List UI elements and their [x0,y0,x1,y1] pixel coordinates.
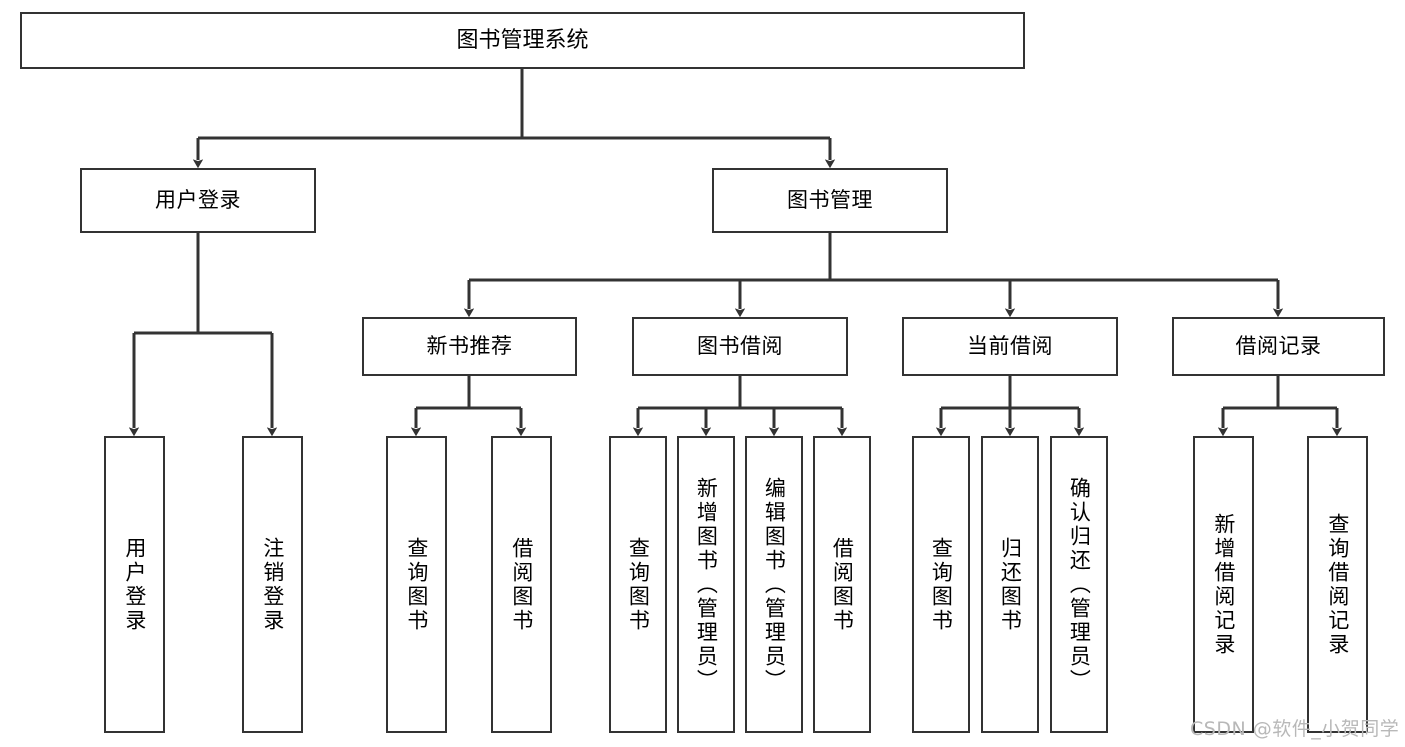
node-leaf-borrow-book-2-label: 借阅图书 [830,536,855,633]
node-leaf-borrow-book-1-label: 借阅图书 [509,536,534,633]
node-leaf-add-book[interactable]: 新增图书（管理员） [677,436,735,733]
node-leaf-query-book-2-label: 查询图书 [626,536,651,633]
node-leaf-borrow-book-1[interactable]: 借阅图书 [491,436,552,733]
node-leaf-edit-book[interactable]: 编辑图书（管理员） [745,436,803,733]
csdn-watermark: CSDN @软件_小贺同学 [1190,718,1400,740]
node-leaf-return-book[interactable]: 归还图书 [981,436,1039,733]
node-new-book-recommend[interactable]: 新书推荐 [362,317,577,376]
node-book-management[interactable]: 图书管理 [712,168,948,233]
node-leaf-query-book-1[interactable]: 查询图书 [386,436,447,733]
node-leaf-query-book-3[interactable]: 查询图书 [912,436,970,733]
node-user-login[interactable]: 用户登录 [80,168,316,233]
node-leaf-add-record-label: 新增借阅记录 [1211,512,1236,657]
node-leaf-logout-login-label: 注销登录 [260,536,285,633]
node-leaf-query-record[interactable]: 查询借阅记录 [1307,436,1368,733]
node-current-borrow[interactable]: 当前借阅 [902,317,1118,376]
node-user-login-label: 用户登录 [155,188,241,213]
node-new-book-recommend-label: 新书推荐 [426,334,513,359]
node-leaf-user-login-label: 用户登录 [122,536,147,633]
node-leaf-borrow-book-2[interactable]: 借阅图书 [813,436,871,733]
node-book-borrow[interactable]: 图书借阅 [632,317,848,376]
node-leaf-logout-login[interactable]: 注销登录 [242,436,303,733]
node-book-management-label: 图书管理 [787,188,873,213]
node-leaf-query-book-1-label: 查询图书 [404,536,429,633]
node-leaf-query-book-3-label: 查询图书 [929,536,954,633]
node-leaf-add-book-label: 新增图书（管理员） [694,476,719,693]
node-root-label: 图书管理系统 [456,27,589,53]
node-root[interactable]: 图书管理系统 [20,12,1025,69]
node-leaf-confirm-return-label: 确认归还（管理员） [1067,476,1092,693]
node-borrow-record[interactable]: 借阅记录 [1172,317,1385,376]
node-leaf-confirm-return[interactable]: 确认归还（管理员） [1050,436,1108,733]
node-book-borrow-label: 图书借阅 [697,334,783,359]
node-current-borrow-label: 当前借阅 [967,334,1053,359]
node-leaf-query-book-2[interactable]: 查询图书 [609,436,667,733]
node-leaf-query-record-label: 查询借阅记录 [1325,512,1350,657]
node-leaf-return-book-label: 归还图书 [998,536,1023,633]
node-leaf-edit-book-label: 编辑图书（管理员） [762,476,787,693]
node-borrow-record-label: 借阅记录 [1235,334,1322,359]
node-leaf-user-login[interactable]: 用户登录 [104,436,165,733]
node-leaf-add-record[interactable]: 新增借阅记录 [1193,436,1254,733]
